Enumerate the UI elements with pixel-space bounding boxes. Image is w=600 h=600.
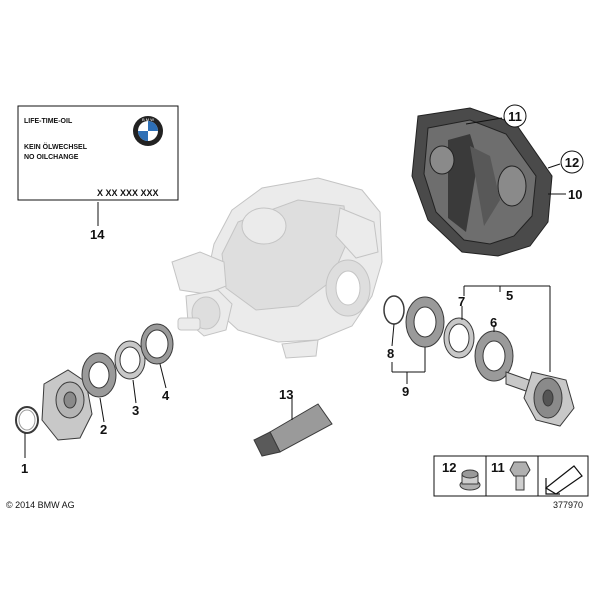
differential-cover [411, 107, 553, 257]
leader-lines [24, 117, 566, 458]
legend-label-11: 11 [491, 460, 505, 475]
label-line-no-oilchange: NO OILCHANGE [24, 154, 79, 161]
callout-7: 7 [458, 294, 465, 309]
callout-12: 12 [565, 155, 579, 170]
callout-3: 3 [132, 403, 139, 418]
callout-numbers: 1 2 3 4 5 6 7 8 9 10 11 12 13 14 [21, 104, 584, 476]
part-1-seal [15, 406, 39, 434]
hex-bolt-icon [509, 461, 531, 491]
callout-10: 10 [568, 187, 582, 202]
callout-1: 1 [21, 461, 28, 476]
legend-box: 12 11 [433, 455, 589, 497]
label-part-code: X XX XXX XXX [97, 188, 159, 198]
callout-8: 8 [387, 346, 394, 361]
bmw-logo-icon: B M W [133, 116, 163, 146]
oil-label-card: LIFE-TIME-OIL KEIN ÖLWECHSEL NO OILCHANG… [17, 105, 179, 201]
legend-label-12: 12 [442, 460, 456, 475]
callout-11-circled: 11 [503, 104, 527, 128]
part-7-spacer [443, 317, 475, 359]
callout-4: 4 [162, 388, 170, 403]
drive-flange [41, 369, 93, 441]
part-2-shaft-seal [81, 352, 117, 398]
callout-5: 5 [506, 288, 513, 303]
callout-11: 11 [508, 109, 522, 124]
part-9-output-seal [405, 296, 445, 348]
callout-2: 2 [100, 422, 107, 437]
copyright-text: © 2014 BMW AG [6, 500, 75, 510]
label-line-kein-oelwechsel: KEIN ÖLWECHSEL [24, 142, 88, 151]
differential-housing-ghost [171, 177, 383, 359]
callout-14: 14 [90, 227, 105, 242]
part-8-o-ring [383, 295, 405, 325]
diagram-number: 377970 [553, 500, 583, 510]
callout-13: 13 [279, 387, 293, 402]
part-3-spacer-ring [114, 340, 146, 380]
callout-6: 6 [490, 315, 497, 330]
output-flange-shaft [505, 371, 575, 427]
part-13-sealant-tube [253, 403, 333, 457]
part-6-seal [474, 330, 514, 382]
bmw-logo-letters: B M W [142, 117, 154, 122]
label-line-lifetime-oil: LIFE-TIME-OIL [24, 118, 73, 125]
callout-9: 9 [402, 384, 409, 399]
plug-screw-icon [459, 469, 481, 491]
arrow-direction-icon [544, 465, 583, 495]
callout-12-circled: 12 [560, 150, 584, 174]
part-4-shim [140, 323, 174, 365]
